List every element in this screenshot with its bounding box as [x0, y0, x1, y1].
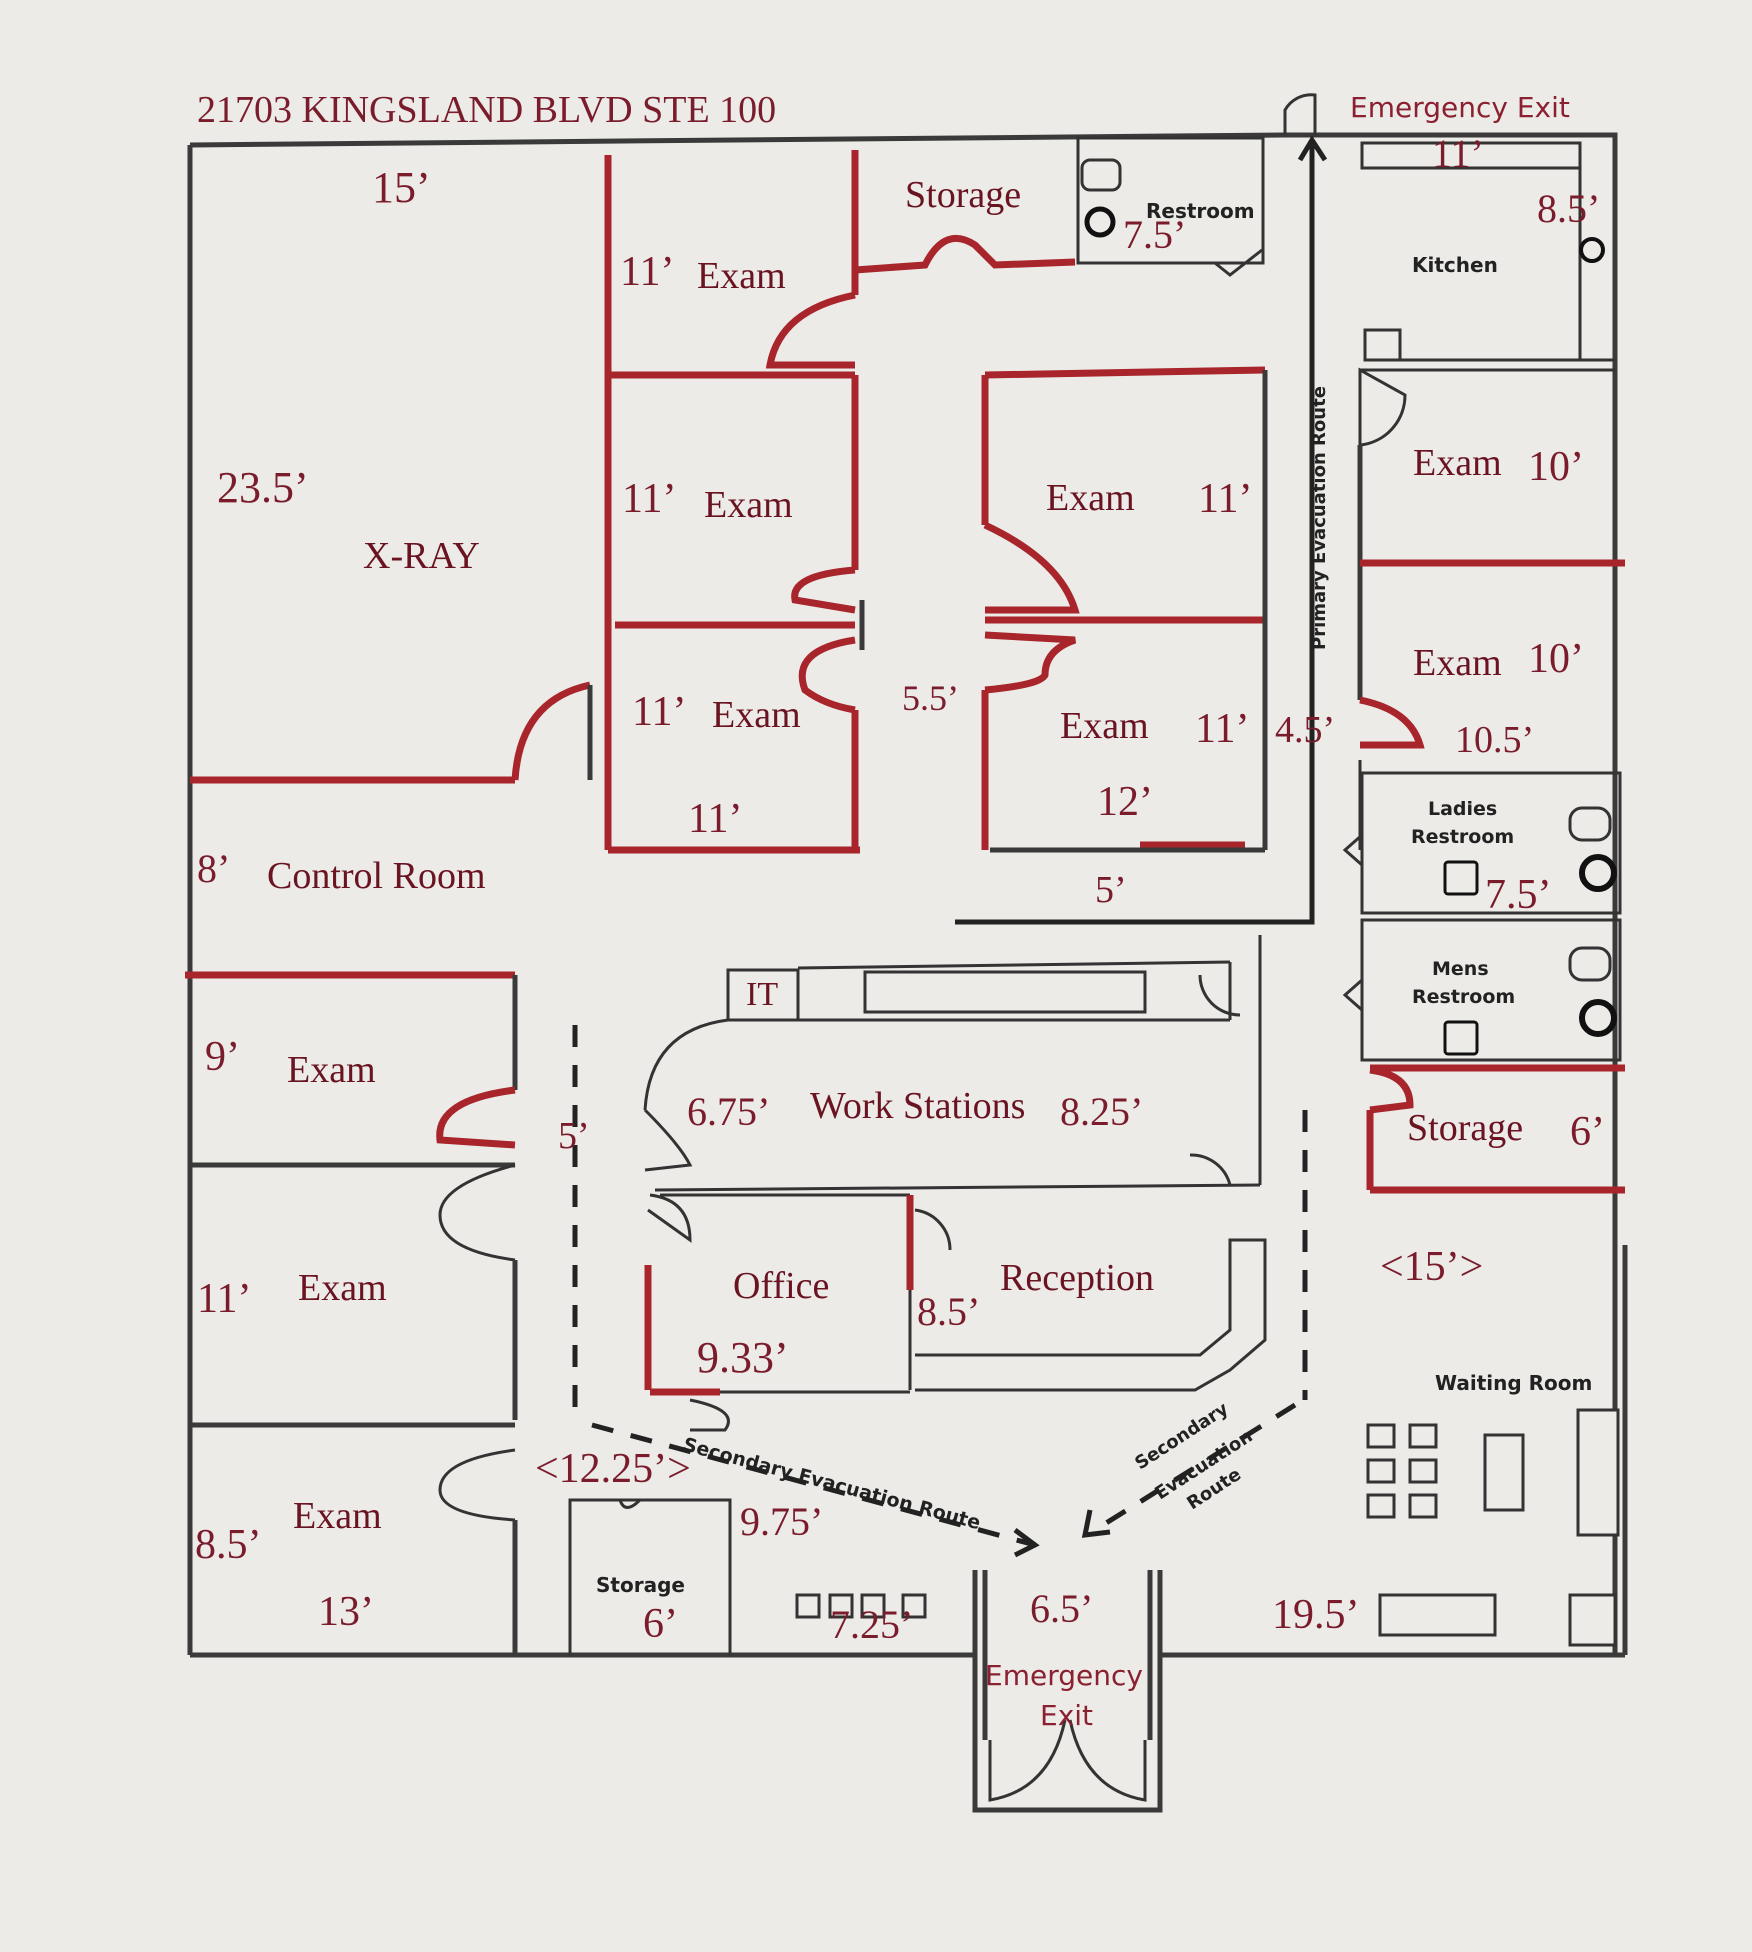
reception-dim: 8.5’ — [917, 1289, 980, 1334]
bottom-storage-walls — [568, 1498, 732, 1655]
storage-bottom-dim: 6’ — [643, 1601, 678, 1647]
it-label: IT — [746, 976, 778, 1013]
primary-route-line — [955, 135, 1328, 925]
lobby-dim2: 7.25’ — [830, 1602, 913, 1647]
storage-bottom-label: Storage — [596, 1573, 685, 1597]
waiting-furniture — [795, 1408, 1620, 1647]
exam-i-dim: 11’ — [197, 1276, 251, 1322]
exam-right-column-walls — [981, 366, 1268, 853]
exam-column-walls — [608, 150, 865, 854]
fixture-icons — [1084, 206, 1617, 1056]
work-dim-right: 8.25’ — [1060, 1089, 1143, 1134]
outer-walls — [187, 132, 1628, 1658]
exam-d-dim: 11’ — [1198, 476, 1252, 522]
exam-a-dim: 11’ — [620, 249, 674, 295]
bottom-exit-line2: Exit — [1040, 1699, 1093, 1732]
exam-i-label: Exam — [298, 1267, 387, 1309]
waiting-label: Waiting Room — [1435, 1371, 1592, 1395]
bottom-exit-line1: Emergency — [985, 1659, 1143, 1692]
hall-left-dim2: <12.25’> — [535, 1446, 691, 1492]
exam-a-label: Exam — [697, 255, 786, 297]
storage-right-dim: 6’ — [1570, 1109, 1605, 1155]
restroom-top-label: Restroom — [1146, 199, 1255, 223]
lobby-dim3: 6.5’ — [1030, 1586, 1093, 1631]
work-dim-left: 6.75’ — [687, 1089, 770, 1134]
mens-line2: Restroom — [1412, 986, 1515, 1008]
exam-e-dim: 11’ — [1195, 706, 1249, 752]
top-exit-label: Emergency Exit — [1350, 91, 1570, 124]
center-block-walls — [643, 935, 1267, 1432]
ladies-line1: Ladies — [1428, 798, 1497, 820]
exam-e-dim3: 5’ — [1095, 869, 1127, 911]
lobby-dim: 9.75’ — [740, 1499, 823, 1544]
work-label: Work Stations — [810, 1085, 1025, 1127]
exam-e-dim2: 12’ — [1097, 779, 1153, 825]
exam-c-label: Exam — [712, 694, 801, 736]
exam-f-dim: 10’ — [1528, 444, 1584, 490]
storage-top-label: Storage — [905, 174, 1021, 216]
top-storage-walls — [854, 136, 1265, 277]
primary-route-label: Primary Evacuation Route — [1309, 386, 1330, 650]
xray-height: 23.5’ — [217, 463, 309, 512]
kitchen-width: 11’ — [1432, 131, 1484, 176]
waiting-dim: <15’> — [1380, 1244, 1483, 1290]
lobby-dim4: 19.5’ — [1272, 1592, 1360, 1638]
exam-b-dim: 11’ — [622, 476, 676, 522]
exam-d-label: Exam — [1046, 477, 1135, 519]
exam-j-dim: 8.5’ — [195, 1522, 262, 1568]
restroom-top-dim: 7.5’ — [1123, 212, 1186, 257]
exam-c-dim2: 11’ — [688, 796, 742, 842]
exam-f-label: Exam — [1413, 442, 1502, 484]
exam-j-label: Exam — [293, 1495, 382, 1537]
top-exit-door — [1283, 93, 1317, 135]
exam-g-dim: 10’ — [1528, 636, 1584, 682]
exam-b-label: Exam — [704, 484, 793, 526]
ladies-dim: 7.5’ — [1485, 872, 1552, 918]
office-label: Office — [733, 1265, 829, 1307]
xray-width: 15’ — [372, 163, 431, 212]
exam-g-dim2: 10.5’ — [1455, 719, 1534, 761]
kitchen-height: 8.5’ — [1537, 186, 1600, 231]
right-column-walls — [1342, 141, 1625, 1194]
xray-label: X-RAY — [363, 535, 480, 577]
kitchen-label: Kitchen — [1412, 253, 1498, 277]
bottom-exit-vestibule — [972, 1570, 1163, 1813]
exam-e-label: Exam — [1060, 705, 1149, 747]
control-room-label: Control Room — [267, 855, 486, 897]
storage-right-label: Storage — [1407, 1107, 1523, 1149]
control-room-dim: 8’ — [197, 846, 230, 891]
ladies-line2: Restroom — [1411, 826, 1514, 848]
exam-j-dim2: 13’ — [318, 1589, 374, 1635]
mens-line1: Mens — [1432, 958, 1489, 980]
secondary-route-left-label: Secondary Evacuation Route — [681, 1434, 983, 1535]
reception-label: Reception — [1000, 1257, 1154, 1299]
corridor-dim: 5.5’ — [902, 678, 959, 718]
hall-left-dim: 5’ — [558, 1115, 590, 1157]
exam-h-label: Exam — [287, 1049, 376, 1091]
address-title: 21703 KINGSLAND BLVD STE 100 — [197, 89, 776, 131]
left-lower-walls — [190, 975, 518, 1655]
exam-h-dim: 9’ — [205, 1034, 240, 1080]
office-dim: 9.33’ — [697, 1333, 789, 1382]
exam-c-dim: 11’ — [632, 689, 686, 735]
secondary-route-lines — [572, 1025, 1308, 1558]
xray-room-walls — [190, 155, 612, 850]
exam-g-dim3: 4.5’ — [1275, 709, 1335, 751]
exam-g-label: Exam — [1413, 642, 1502, 684]
